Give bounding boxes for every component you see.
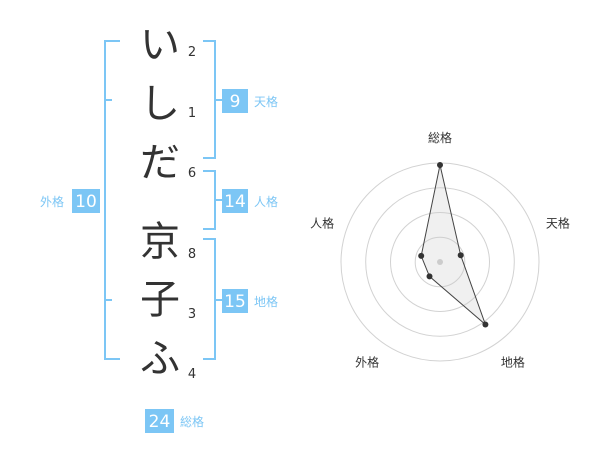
stroke-count: 3 xyxy=(188,307,196,322)
radar-center-point xyxy=(437,259,443,265)
name-column: い 2 し 1 だ 6 京 8 子 3 ふ 4 xyxy=(140,22,196,382)
name-char: だ xyxy=(140,140,180,186)
tenkaku-badge: 9 天格 xyxy=(222,89,278,113)
chikaku-badge: 15 地格 xyxy=(222,289,278,313)
brackets xyxy=(104,40,222,360)
radar-axis-label: 地格 xyxy=(501,354,525,369)
tenkaku-value: 9 xyxy=(230,92,241,112)
radar-point xyxy=(426,273,433,280)
gaikaku-badge: 外格 10 xyxy=(40,189,100,213)
name-char: し xyxy=(140,81,180,127)
tenkaku-label: 天格 xyxy=(254,94,278,109)
radar-axis-label: 外格 xyxy=(355,354,379,369)
stroke-count: 2 xyxy=(188,45,196,60)
jinkaku-value: 14 xyxy=(224,192,246,212)
chikaku-bracket xyxy=(203,238,222,360)
chikaku-value: 15 xyxy=(224,292,246,312)
soukaku-value: 24 xyxy=(149,412,171,432)
radar-point xyxy=(482,321,489,328)
name-char: 京 xyxy=(140,219,180,265)
chikaku-label: 地格 xyxy=(254,294,278,309)
tenkaku-bracket xyxy=(203,40,222,159)
radar-ring xyxy=(414,236,466,288)
radar-ring xyxy=(390,212,490,312)
stroke-count: 4 xyxy=(188,367,196,382)
name-char: 子 xyxy=(140,277,180,323)
outer-bracket xyxy=(104,40,120,360)
gaikaku-label: 外格 xyxy=(40,194,64,209)
radar-point xyxy=(457,252,464,259)
radar-points xyxy=(418,162,489,328)
radar-point xyxy=(437,162,443,168)
radar-axis-label: 人格 xyxy=(310,216,334,231)
gaikaku-value: 10 xyxy=(75,192,97,212)
jinkaku-badge: 14 人格 xyxy=(222,189,278,213)
radar-ring xyxy=(365,187,515,337)
stroke-count: 6 xyxy=(188,166,196,181)
radar-axis-label: 総格 xyxy=(428,130,452,145)
stroke-count: 1 xyxy=(188,106,196,121)
soukaku-label: 総格 xyxy=(180,414,204,429)
jinkaku-bracket xyxy=(203,170,222,230)
name-char: い xyxy=(140,22,180,68)
jinkaku-label: 人格 xyxy=(254,194,278,209)
radar-axis-label: 天格 xyxy=(546,216,570,231)
radar-point xyxy=(418,252,425,259)
name-char: ふ xyxy=(140,336,180,382)
soukaku-badge: 24 総格 xyxy=(145,409,204,433)
stroke-count: 8 xyxy=(188,247,196,262)
radar-polygon xyxy=(420,164,487,327)
